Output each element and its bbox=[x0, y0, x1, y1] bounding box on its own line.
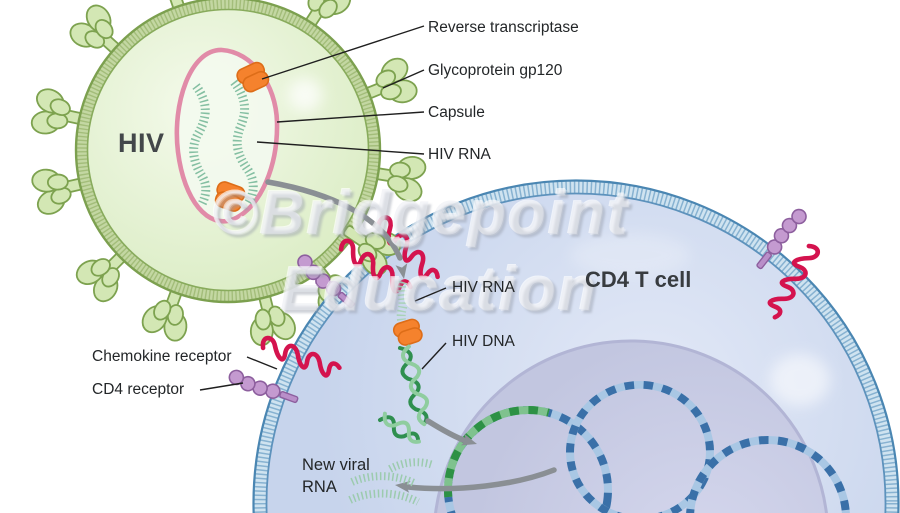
hiv-rna-strand bbox=[189, 83, 211, 207]
label-chemokine-receptor: Chemokine receptor bbox=[92, 348, 232, 365]
label-hiv-rna-virus: HIV RNA bbox=[428, 146, 491, 163]
hiv-dna-fragment bbox=[378, 411, 421, 444]
label-new-viral-rna-line2: RNA bbox=[302, 478, 337, 496]
reverse-transcriptase-blob bbox=[214, 181, 246, 212]
label-new-viral-rna-line1: New viral bbox=[302, 456, 370, 474]
label-new-viral-rna: New viral RNA bbox=[302, 454, 370, 498]
cell-highlight bbox=[770, 354, 830, 406]
label-reverse-transcriptase: Reverse transcriptase bbox=[428, 19, 579, 36]
entry-arrow bbox=[265, 179, 408, 279]
cell-highlight bbox=[570, 233, 690, 277]
label-glycoprotein-gp120: Glycoprotein gp120 bbox=[428, 62, 563, 79]
label-capsule: Capsule bbox=[428, 104, 485, 121]
hiv-rna-in-cell bbox=[396, 280, 410, 333]
virus-highlight bbox=[288, 78, 322, 112]
transcription-arrow bbox=[425, 418, 477, 446]
nucleus bbox=[434, 339, 828, 513]
host-dna bbox=[443, 380, 850, 513]
label-hiv-dna: HIV DNA bbox=[452, 333, 515, 350]
label-cd4-t-cell: CD4 T cell bbox=[585, 267, 692, 292]
new-viral-rna-fragments bbox=[348, 458, 435, 506]
reverse-transcriptase-blob bbox=[392, 318, 423, 346]
label-hiv-rna-cell: HIV RNA bbox=[452, 279, 515, 296]
label-hiv: HIV bbox=[118, 128, 165, 158]
reverse-transcriptase-blob bbox=[236, 61, 270, 93]
hiv-dna-helix bbox=[398, 344, 430, 427]
callout-lines bbox=[199, 25, 447, 391]
label-cd4-receptor: CD4 receptor bbox=[92, 381, 185, 398]
new-rna-arrow bbox=[395, 467, 557, 493]
